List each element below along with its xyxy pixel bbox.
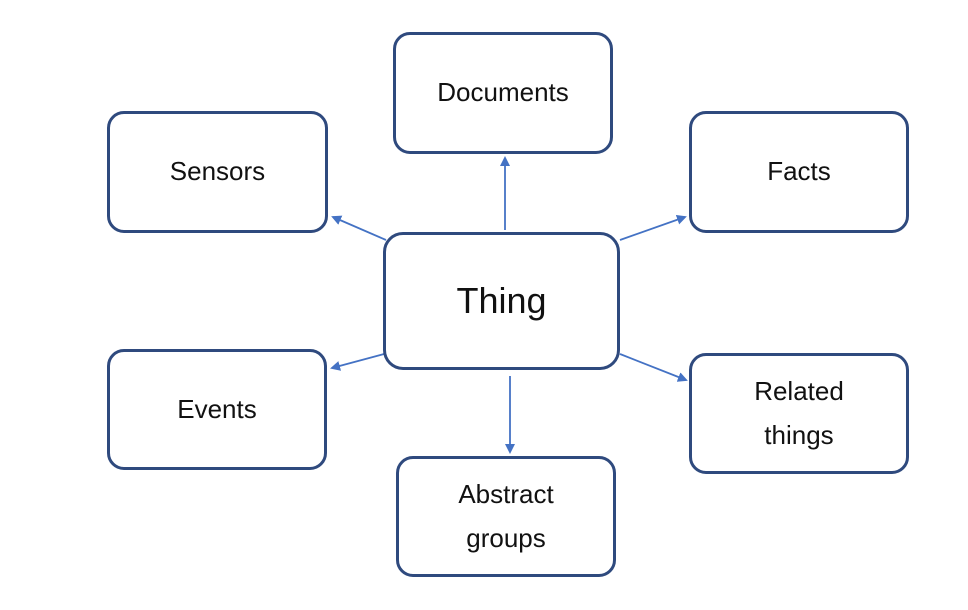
node-thing: Thing xyxy=(383,232,620,370)
node-facts: Facts xyxy=(689,111,909,233)
arrow-thing-to-events xyxy=(330,353,385,371)
node-sensors: Sensors xyxy=(107,111,328,233)
node-thing-label: Thing xyxy=(456,279,547,321)
node-related-things-label: Related things xyxy=(754,375,844,450)
arrow-thing-to-related-things xyxy=(619,353,688,382)
node-abstract-groups-label: Abstract groups xyxy=(458,478,554,553)
node-facts-label: Facts xyxy=(767,156,831,187)
node-events: Events xyxy=(107,349,327,470)
arrow-thing-to-sensors xyxy=(331,215,387,241)
node-related-things: Related things xyxy=(689,353,909,474)
node-events-label: Events xyxy=(177,393,257,424)
node-documents: Documents xyxy=(393,32,613,154)
node-documents-label: Documents xyxy=(437,77,569,108)
node-sensors-label: Sensors xyxy=(169,156,266,187)
node-abstract-groups: Abstract groups xyxy=(396,456,616,577)
arrow-thing-to-facts xyxy=(619,214,687,241)
